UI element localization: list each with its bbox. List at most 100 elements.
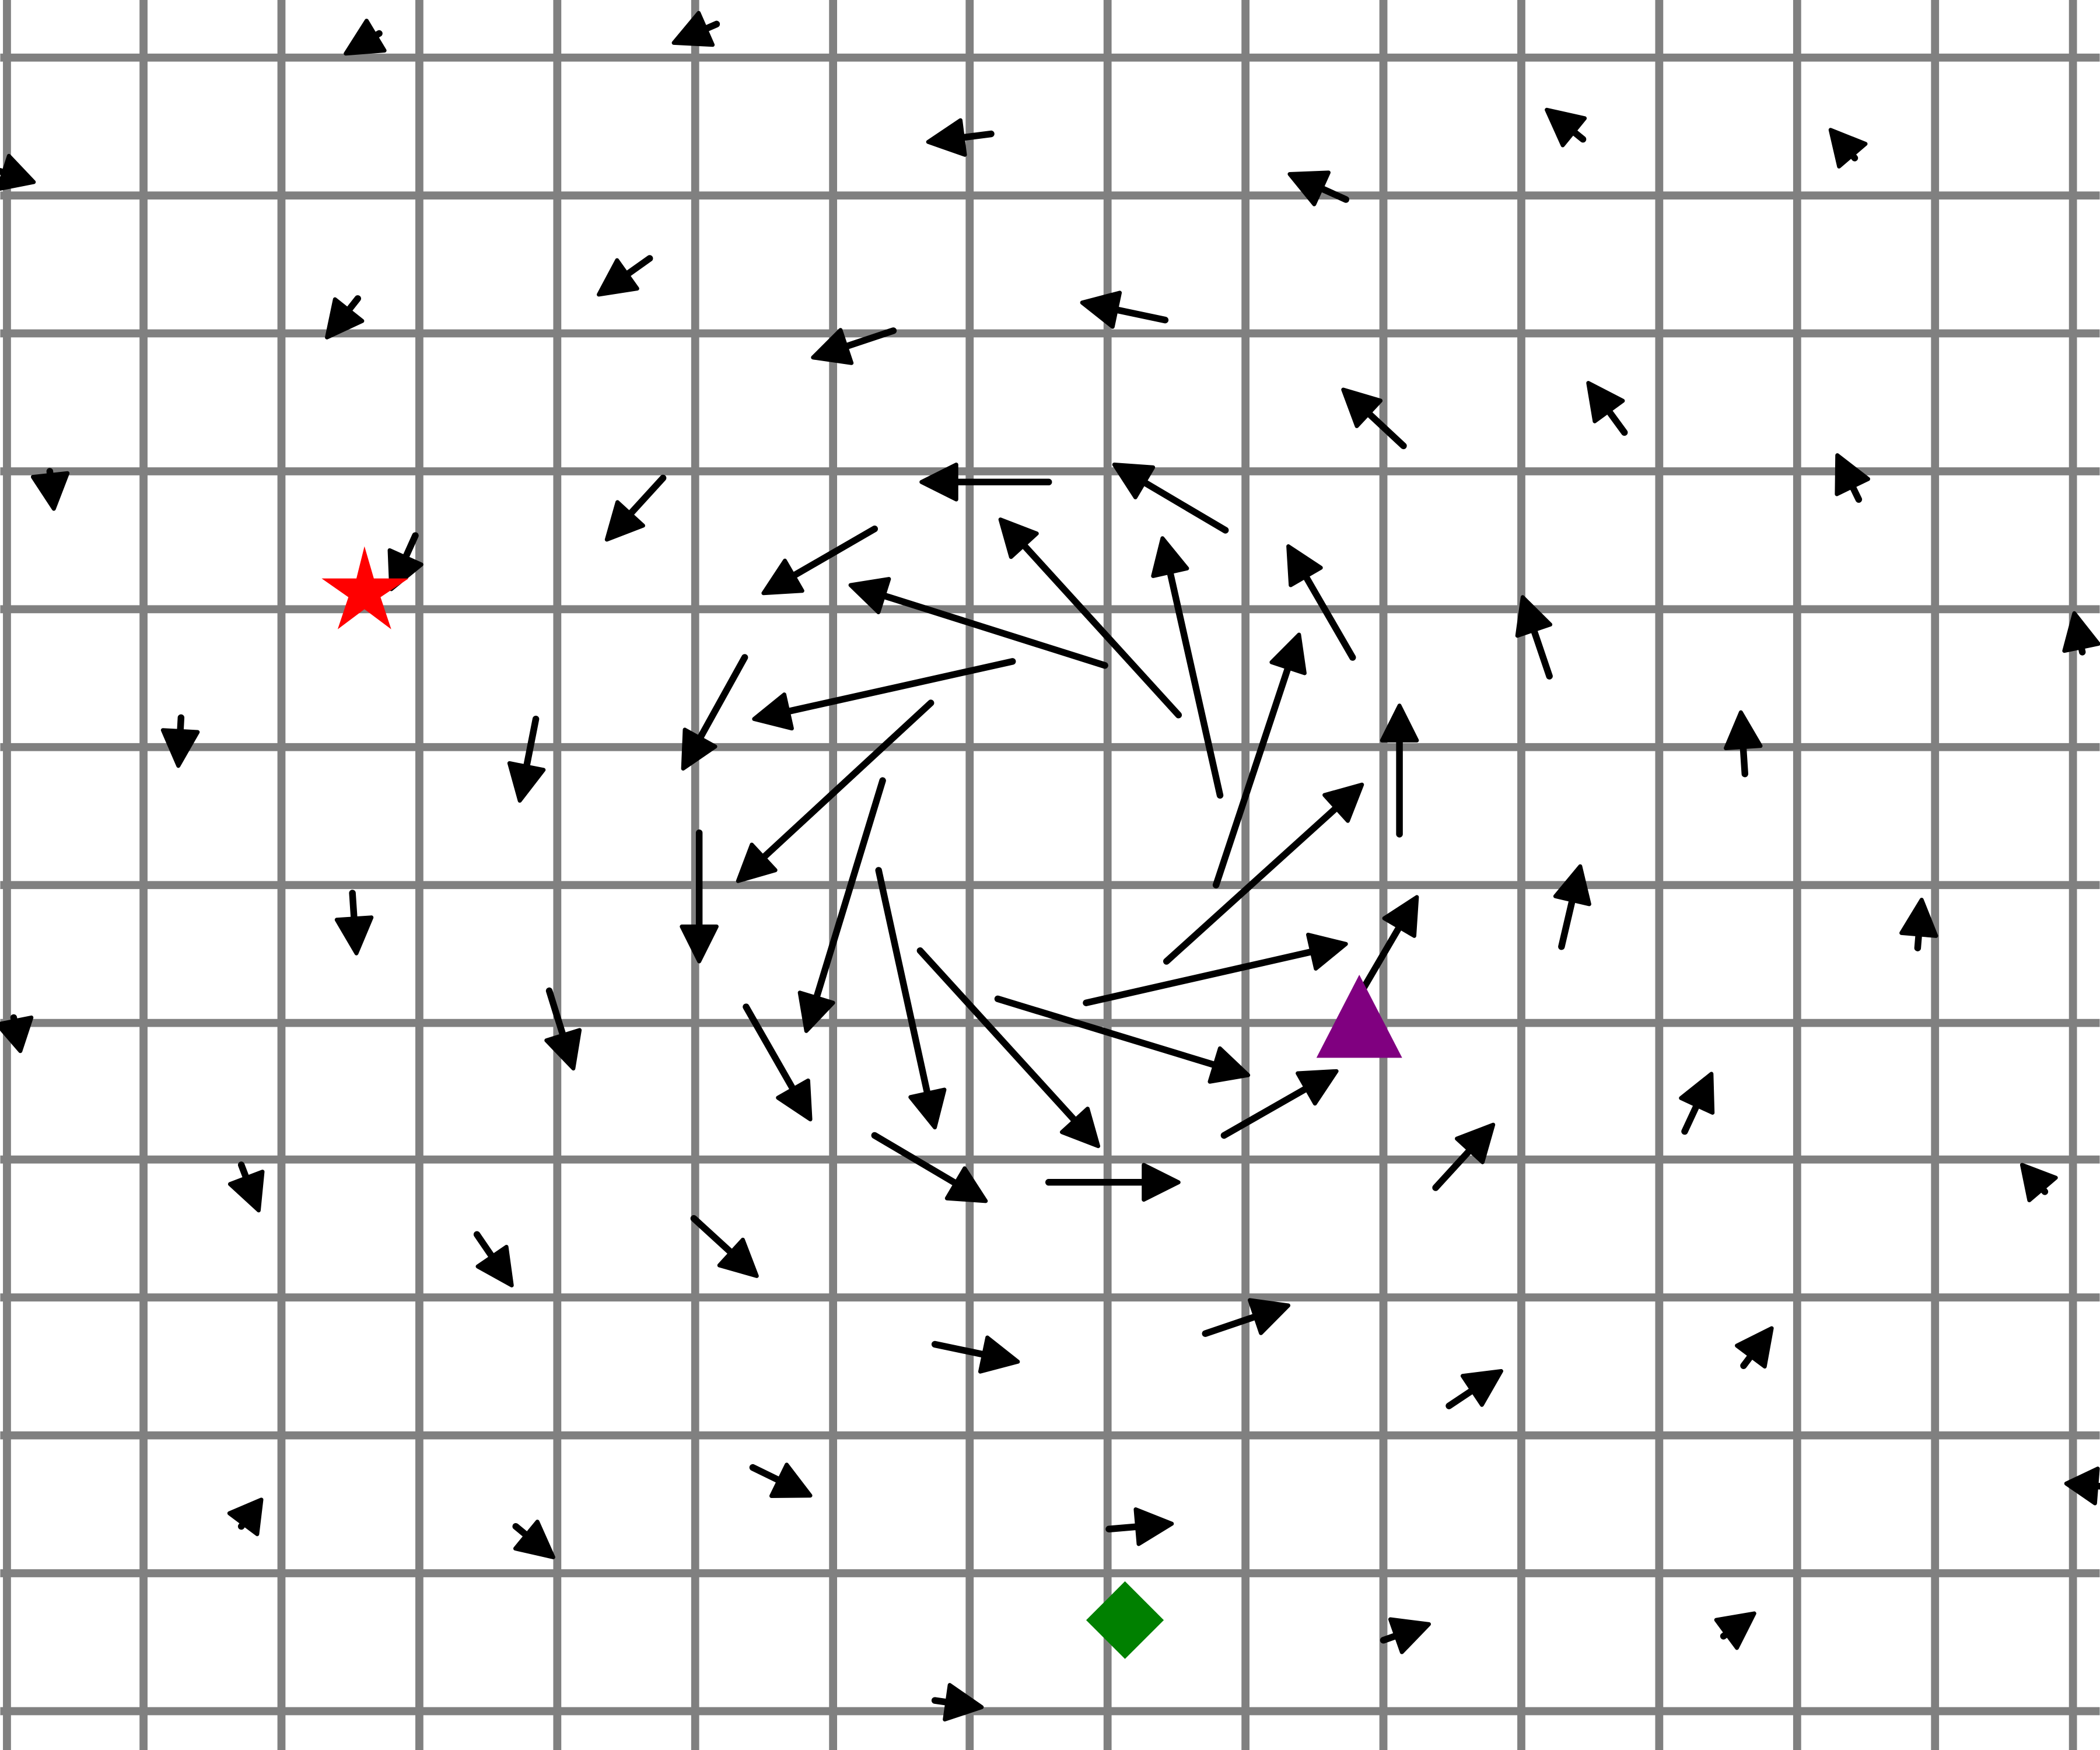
star-marker (321, 546, 409, 629)
arrow-head (1286, 544, 1323, 587)
arrow-shaft (621, 255, 653, 279)
vector-arrow (1515, 595, 1553, 680)
vector-arrow (30, 468, 70, 511)
arrow-shaft (840, 327, 897, 351)
vector-arrow (1714, 1611, 1756, 1650)
arrow-shaft (625, 474, 667, 520)
arrow-head (1080, 290, 1122, 329)
arrow-head (1679, 1072, 1715, 1115)
arrow-head (1455, 1122, 1496, 1164)
arrow-shaft (788, 525, 878, 580)
arrow-shaft (1202, 1312, 1262, 1337)
arrow-head (1899, 898, 1938, 938)
vector-arrow (797, 777, 886, 1033)
vector-arrow (334, 890, 374, 956)
arrow-shaft (1212, 662, 1293, 888)
arrow-shaft (349, 890, 358, 925)
arrow-shaft (690, 1215, 737, 1258)
arrow-head (752, 692, 794, 731)
vector-arrow (916, 947, 1101, 1149)
vector-arrow (227, 1497, 264, 1536)
vector-arrow (1835, 453, 1870, 503)
arrow-head (1248, 1298, 1291, 1335)
triangle-marker (1316, 975, 1402, 1058)
vector-arrow (1359, 895, 1419, 995)
vector-arrow (228, 1161, 265, 1213)
arrow-head (797, 991, 835, 1033)
arrow-head (944, 1166, 988, 1203)
vector-arrow (544, 987, 582, 1071)
arrow-head (325, 297, 365, 340)
vector-arrow (848, 577, 1108, 669)
arrow-shaft (522, 715, 540, 773)
arrow-head (228, 1170, 265, 1213)
vector-arrow (325, 295, 365, 340)
vector-arrow (1553, 864, 1591, 950)
arrow-shaft (1604, 405, 1628, 436)
arrow-head (1835, 453, 1870, 496)
arrow-head (1380, 704, 1419, 743)
arrow-shaft (877, 591, 1108, 669)
arrow-shaft (545, 987, 568, 1041)
vector-arrow (1380, 704, 1419, 838)
arrow-shaft (758, 699, 935, 863)
arrow-shaft (994, 995, 1221, 1069)
arrow-shaft (782, 658, 1016, 716)
arrow-head (761, 558, 804, 596)
vector-arrow (752, 658, 1016, 731)
arrow-head (1269, 632, 1307, 676)
vector-arrow (749, 1462, 813, 1498)
arrow-shaft (1163, 803, 1342, 965)
arrow-head (507, 761, 546, 803)
arrow-head (811, 328, 854, 365)
vector-arrow (344, 19, 387, 56)
arrow-shaft (1363, 408, 1407, 450)
vector-arrow (1220, 1069, 1339, 1139)
vector-arrow (1341, 387, 1407, 450)
arrow-shaft (1359, 921, 1404, 995)
vector-arrow (1080, 290, 1169, 329)
vector-arrow (690, 1215, 759, 1278)
arrow-head (1724, 710, 1763, 751)
vector-arrow (1287, 170, 1350, 206)
vector-arrow (512, 1520, 555, 1559)
arrow-shaft (1432, 1144, 1475, 1191)
vector-arrow (1105, 1507, 1174, 1546)
arrow-shaft (1301, 570, 1356, 661)
arrow-head (334, 915, 374, 956)
arrow-head (1553, 864, 1591, 907)
arrow-head (680, 924, 719, 964)
arrow-shaft (1083, 947, 1318, 1006)
vector-arrow (931, 1683, 984, 1722)
arrow-shaft (695, 654, 748, 744)
vector-arrow (761, 525, 878, 596)
arrow-head (943, 1683, 984, 1722)
arrow-shaft (1138, 477, 1229, 534)
vector-arrow (1432, 1122, 1496, 1191)
arrow-head (998, 517, 1039, 559)
arrow-head (717, 1237, 759, 1278)
arrow-head (475, 1244, 514, 1287)
arrow-head (1142, 1163, 1181, 1202)
arrow-head (1208, 1046, 1251, 1084)
arrow-head (1382, 895, 1419, 938)
arrow-shaft (1558, 894, 1577, 950)
arrow-head (544, 1028, 582, 1071)
arrow-shaft (931, 1340, 990, 1359)
arrow-shaft (1446, 1385, 1478, 1409)
vector-arrow (1724, 710, 1763, 778)
vector-arrows (0, 10, 2100, 1722)
vector-arrow (1212, 632, 1307, 888)
arrow-head (1341, 387, 1383, 428)
vector-arrow (160, 714, 200, 768)
arrow-head (681, 727, 718, 771)
vector-arrow (1899, 898, 1938, 951)
vector-arrow (0, 1014, 34, 1054)
vector-arrow (1083, 932, 1348, 1006)
vector-arrow (1735, 1326, 1774, 1369)
vector-arrow (2062, 611, 2100, 656)
arrow-head (160, 728, 200, 768)
arrow-head (776, 1078, 813, 1122)
arrow-head (978, 1335, 1020, 1374)
